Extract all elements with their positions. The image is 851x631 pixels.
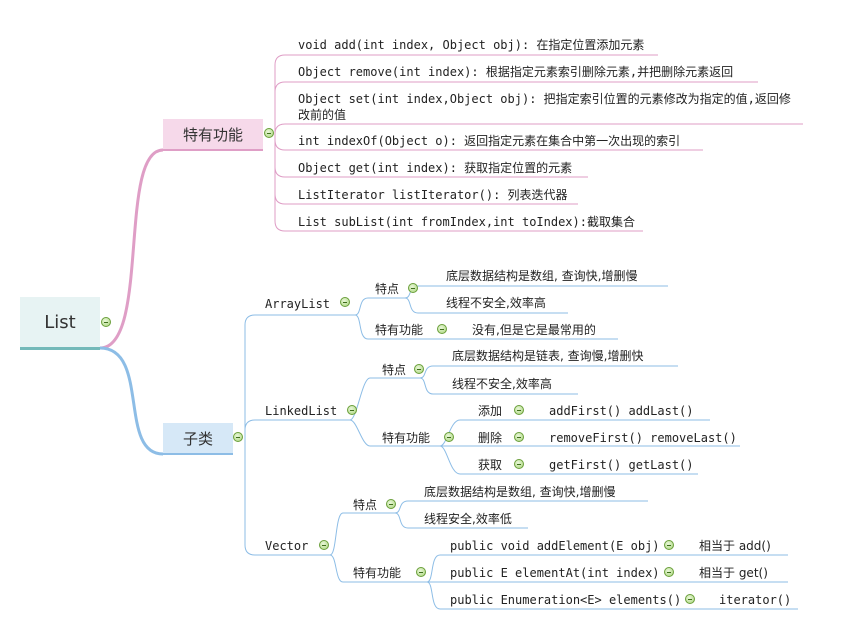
branch-subclasses-label: 子类 (182, 429, 213, 448)
vector-method-signature[interactable]: public void addElement(E obj) (450, 539, 660, 553)
vector-method-equivalent[interactable]: iterator() (719, 593, 792, 607)
collapse-toggle-vector-traits[interactable] (386, 499, 396, 509)
subclass-linkedlist[interactable]: LinkedList (265, 404, 338, 418)
collapse-toggle-root[interactable] (101, 317, 111, 327)
collapse-toggle-vector[interactable] (319, 540, 329, 550)
linkedlist-features-label[interactable]: 特有功能 (382, 431, 431, 445)
branch-special-functions[interactable]: 特有功能 (163, 119, 263, 151)
collapse-toggle-arraylist-traits[interactable] (408, 283, 418, 293)
collapse-toggle-subclasses[interactable] (233, 432, 243, 442)
arraylist-features-value[interactable]: 没有,但是它是最常用的 (472, 323, 596, 337)
branch-special-label: 特有功能 (182, 125, 243, 144)
collapse-toggle-linkedlist-remove[interactable] (514, 432, 524, 442)
linkedlist-add-methods[interactable]: addFirst() addLast() (549, 404, 694, 418)
subclass-vector[interactable]: Vector (265, 539, 309, 553)
method-item[interactable]: Object remove(int index): 根据指定元素索引删除元素,并… (298, 65, 734, 79)
collapse-toggle-linkedlist-add[interactable] (514, 405, 524, 415)
linkedlist-traits-label[interactable]: 特点 (382, 363, 407, 377)
vector-method-signature[interactable]: public Enumeration<E> elements() (450, 593, 682, 607)
trait-item[interactable]: 底层数据结构是数组, 查询快,增删慢 (424, 485, 616, 499)
method-item[interactable]: int indexOf(Object o): 返回指定元素在集合中第一次出现的索… (298, 134, 681, 148)
collapse-toggle-special[interactable] (264, 128, 274, 138)
method-item[interactable]: Object set(int index,Object obj): 把指定索引位… (298, 92, 791, 122)
method-item[interactable]: List subList(int fromIndex,int toIndex):… (298, 215, 635, 229)
method-item[interactable]: Object get(int index): 获取指定位置的元素 (298, 161, 573, 175)
branch-subclasses[interactable]: 子类 (163, 423, 233, 455)
linkedlist-remove-label[interactable]: 删除 (478, 431, 503, 445)
root-label: List (44, 311, 76, 333)
collapse-toggle-vector-features[interactable] (416, 567, 426, 577)
root-node[interactable]: List (20, 297, 100, 350)
collapse-toggle-linkedlist-features[interactable] (444, 432, 454, 442)
collapse-toggle-linkedlist[interactable] (347, 405, 357, 415)
trait-item[interactable]: 底层数据结构是数组, 查询快,增删慢 (446, 269, 638, 283)
vector-method-signature[interactable]: public E elementAt(int index) (450, 566, 660, 580)
subclass-arraylist[interactable]: ArrayList (265, 297, 331, 311)
arraylist-features-label[interactable]: 特有功能 (375, 323, 424, 337)
linkedlist-add-label[interactable]: 添加 (478, 404, 503, 418)
edge-root-subclasses (99, 346, 164, 456)
vector-method-equivalent[interactable]: 相当于 add() (699, 539, 771, 553)
vector-method-equivalent[interactable]: 相当于 get() (699, 566, 768, 580)
collapse-toggle-vector-method[interactable] (664, 540, 674, 550)
collapse-toggle-vector-method[interactable] (664, 567, 674, 577)
method-item[interactable]: ListIterator listIterator(): 列表迭代器 (298, 188, 568, 202)
collapse-toggle-vector-method[interactable] (685, 594, 695, 604)
trait-item[interactable]: 线程安全,效率低 (424, 512, 512, 526)
arraylist-traits-label[interactable]: 特点 (375, 282, 400, 296)
trait-item[interactable]: 线程不安全,效率高 (452, 377, 552, 391)
collapse-toggle-arraylist[interactable] (340, 297, 350, 307)
linkedlist-get-label[interactable]: 获取 (478, 458, 503, 472)
linkedlist-get-methods[interactable]: getFirst() getLast() (549, 458, 694, 472)
collapse-toggle-linkedlist-get[interactable] (514, 459, 524, 469)
collapse-toggle-linkedlist-traits[interactable] (414, 364, 424, 374)
collapse-toggle-arraylist-features[interactable] (437, 324, 447, 334)
linkedlist-remove-methods[interactable]: removeFirst() removeLast() (549, 431, 737, 445)
trait-item[interactable]: 线程不安全,效率高 (446, 296, 546, 310)
vector-features-label[interactable]: 特有功能 (353, 566, 402, 580)
trait-item[interactable]: 底层数据结构是链表, 查询慢,增删快 (452, 349, 644, 363)
vector-traits-label[interactable]: 特点 (353, 498, 378, 512)
method-item[interactable]: void add(int index, Object obj): 在指定位置添加… (298, 38, 645, 52)
